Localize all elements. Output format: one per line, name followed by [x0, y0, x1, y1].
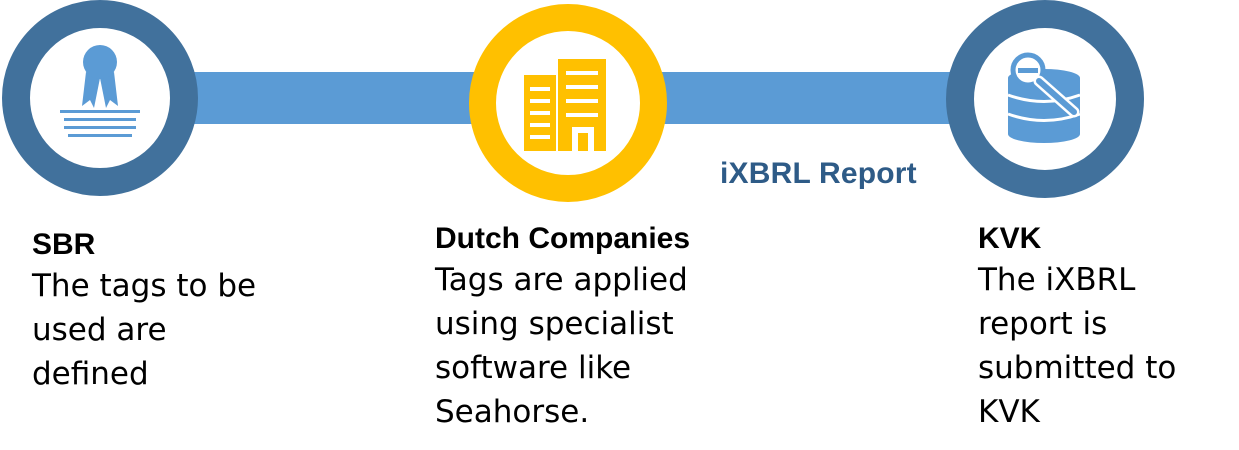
database-search-icon	[1007, 52, 1081, 143]
node-description: The iXBRL report is submitted to KVK	[978, 262, 1177, 430]
connector-label: iXBRL Report	[720, 157, 917, 190]
node-title: Dutch Companies	[435, 222, 691, 255]
node-sbr	[2, 0, 198, 196]
office-building-icon	[524, 59, 606, 151]
caption-kvk: KVK The iXBRL report is submitted to KVK	[978, 222, 1233, 434]
node-title: SBR	[32, 228, 96, 261]
node-description: The tags to be used are defined	[32, 268, 257, 392]
certificate-icon	[60, 45, 140, 137]
caption-dutch-companies: Dutch Companies Tags are applied using s…	[435, 222, 775, 434]
caption-sbr: SBR The tags to be used are defined	[32, 228, 292, 396]
node-kvk	[946, 0, 1144, 198]
node-dutch-companies	[469, 4, 667, 202]
node-title: KVK	[978, 222, 1042, 255]
node-description: Tags are applied using specialist softwa…	[435, 262, 688, 430]
